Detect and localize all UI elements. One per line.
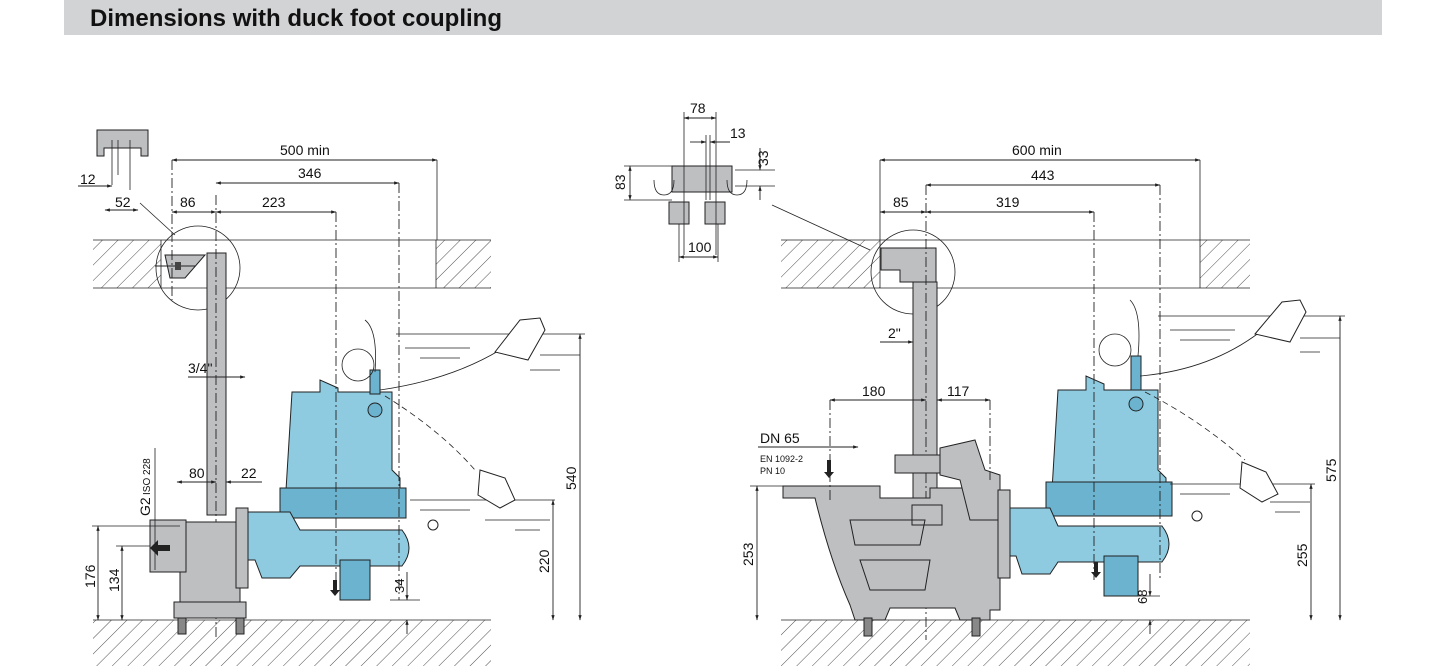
left-dim-346: 346 (298, 165, 322, 181)
right-dim-83: 83 (612, 174, 628, 190)
left-label-g2: G2 (137, 497, 153, 516)
right-duck-foot (782, 439, 1011, 637)
right-dim-78: 78 (690, 100, 706, 116)
left-water-levels (396, 333, 585, 531)
left-dim-3-4in: 3/4" (188, 360, 212, 376)
left-dim-22: 22 (241, 465, 257, 481)
right-dim-68: 68 (1135, 590, 1150, 604)
right-dim-253: 253 (740, 542, 756, 566)
left-floor (93, 619, 491, 666)
right-guide-pipe (912, 281, 938, 515)
right-dim-100: 100 (688, 239, 712, 255)
left-dim-223: 223 (262, 194, 286, 210)
left-float-switches (341, 317, 546, 509)
left-dim-134: 134 (106, 568, 122, 592)
right-bracket (880, 247, 937, 283)
left-dim-86: 86 (180, 194, 196, 210)
right-label-en: EN 1092-2 (760, 454, 803, 464)
left-dim-52: 52 (115, 194, 131, 210)
right-dim-600: 600 min (1012, 142, 1062, 158)
right-dim-575: 575 (1323, 458, 1339, 482)
left-ceiling-slab (93, 239, 491, 289)
right-floor (781, 619, 1250, 666)
left-top-detail (96, 129, 149, 190)
left-label-iso: ISO 228 (142, 458, 153, 495)
right-dim-117: 117 (947, 383, 970, 399)
right-dim-319: 319 (996, 194, 1020, 210)
left-guide-pipe (206, 252, 227, 516)
left-bracket (164, 254, 207, 279)
left-dim-12: 12 (80, 171, 96, 187)
right-top-detail (653, 112, 748, 255)
page-title: Dimensions with duck foot coupling (90, 5, 502, 32)
right-dim-85: 85 (893, 194, 909, 210)
left-duck-foot (149, 507, 249, 635)
left-drawing: 500 min 346 86 223 12 52 3/4" 80 22 G2 I… (78, 129, 585, 666)
left-detail-circle (155, 225, 241, 311)
left-dim-34: 34 (392, 579, 407, 593)
right-float-switches (1098, 299, 1307, 503)
left-dim-540: 540 (563, 466, 579, 490)
left-dim-176: 176 (82, 564, 98, 588)
right-label-pn: PN 10 (760, 466, 785, 476)
right-label-dn65: DN 65 (760, 430, 800, 446)
right-drawing: 78 13 33 83 100 (612, 100, 1345, 666)
right-dim-443: 443 (1031, 167, 1055, 183)
right-ceiling-slab (781, 239, 1250, 289)
right-pump (1009, 355, 1203, 597)
left-dim-220: 220 (536, 549, 552, 573)
right-dim-180: 180 (862, 383, 886, 399)
section-header: Dimensions with duck foot coupling (64, 0, 1382, 35)
left-dim-500: 500 min (280, 142, 330, 158)
left-pump (247, 369, 439, 601)
right-dim-33: 33 (755, 150, 771, 166)
left-dim-80: 80 (189, 465, 205, 481)
right-dim-255: 255 (1294, 543, 1310, 567)
right-dim-13: 13 (730, 125, 746, 141)
right-dim-2in: 2" (888, 325, 901, 341)
